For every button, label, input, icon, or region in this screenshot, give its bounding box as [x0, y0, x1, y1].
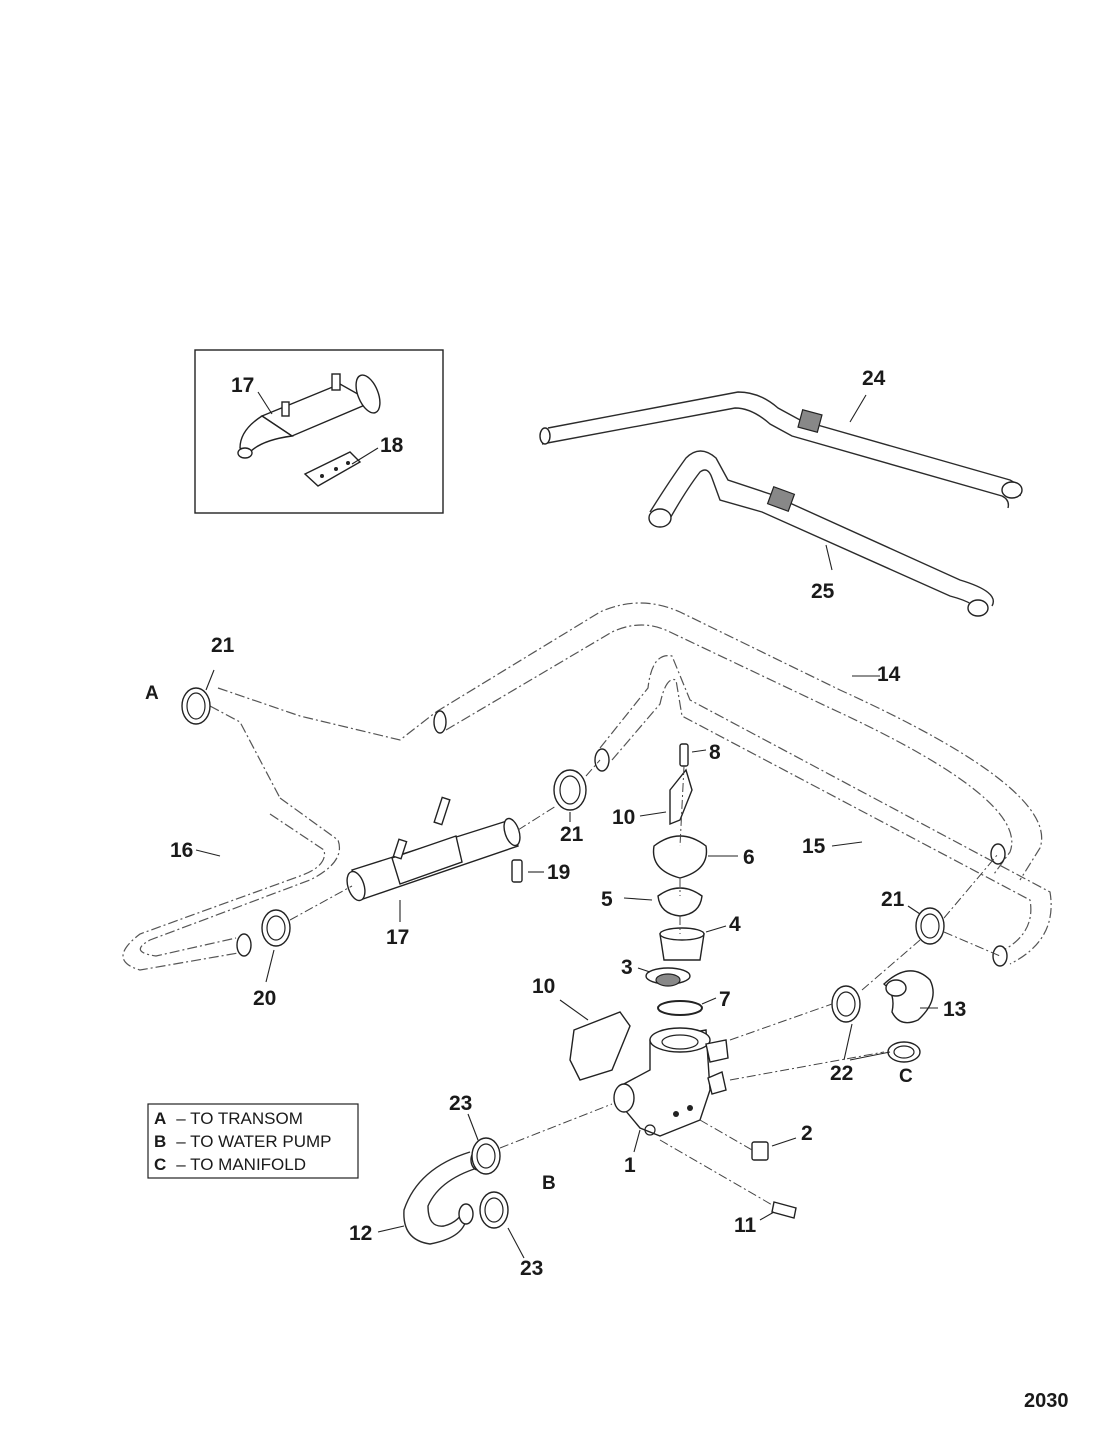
heat-exchanger-inset: [237, 373, 381, 459]
callout-21-top-left: 21: [211, 634, 235, 657]
clamp-21c: [907, 905, 945, 945]
callout-17-inset: 17: [231, 374, 254, 397]
callout-4: 4: [729, 913, 741, 936]
callout-14: 14: [877, 663, 901, 686]
thermostat-3: [637, 967, 691, 987]
callout-22: 22: [830, 1062, 853, 1085]
elbow-13: [882, 970, 938, 1024]
callout-7: 7: [719, 988, 731, 1011]
screw-19: [511, 859, 544, 883]
assembly-lines: [289, 759, 1001, 1207]
hose-24: [539, 391, 1023, 509]
letter-c: C: [899, 1066, 913, 1087]
plug-2: [751, 1137, 797, 1161]
callout-10-upper: 10: [612, 806, 635, 829]
callout-16: 16: [170, 839, 193, 862]
callout-1: 1: [624, 1154, 636, 1177]
callout-20: 20: [253, 987, 276, 1010]
gasket-10b: [559, 999, 631, 1081]
callout-3: 3: [621, 956, 633, 979]
legend-text-a: – TO TRANSOM: [176, 1109, 303, 1128]
clamp-21b: [553, 769, 587, 822]
housing-4: [659, 925, 727, 961]
page-number: 2030: [1024, 1390, 1069, 1412]
screw-8: [679, 743, 707, 767]
bracket-10a: [639, 768, 693, 826]
callout-24: 24: [862, 367, 886, 390]
clamp-22b: [887, 1041, 921, 1063]
callout-2: 2: [801, 1122, 813, 1145]
hose-14: [433, 602, 1043, 881]
legend-row-b: B – TO WATER PUMP: [154, 1132, 332, 1151]
callout-19: 19: [547, 861, 570, 884]
callout-11: 11: [734, 1214, 757, 1237]
callout-labels: 17 18 24 25 21 14 8 21 10 16 15 6 19 5 2…: [170, 367, 966, 1280]
clamp-23a: [467, 1113, 501, 1175]
hose-15: [594, 655, 1052, 967]
callout-17-main: 17: [386, 926, 409, 949]
hose-25: [648, 450, 994, 617]
callout-13: 13: [943, 998, 966, 1021]
o-ring-7: [657, 997, 717, 1016]
gasket-5: [623, 887, 703, 917]
legend-text-b: – TO WATER PUMP: [176, 1132, 331, 1151]
legend-key-b: B: [154, 1132, 166, 1151]
hose-16: [122, 687, 437, 971]
clamp-23b: [479, 1191, 525, 1259]
legend: A – TO TRANSOM B – TO WATER PUMP C – TO …: [147, 1103, 359, 1179]
callout-18: 18: [380, 434, 404, 457]
bracket-inset: [303, 451, 362, 487]
legend-row-a: A – TO TRANSOM: [154, 1109, 303, 1128]
letter-a: A: [145, 683, 159, 704]
cover-6: [652, 835, 738, 879]
callout-23-lower: 23: [520, 1257, 543, 1280]
callout-8: 8: [709, 741, 721, 764]
callout-21-middle: 21: [560, 823, 584, 846]
callout-25: 25: [811, 580, 835, 603]
callout-12: 12: [349, 1222, 372, 1245]
heat-exchanger: [346, 796, 521, 922]
legend-key-a: A: [154, 1109, 166, 1128]
callout-6: 6: [743, 846, 755, 869]
screw-11: [759, 1201, 797, 1221]
leader-22: [843, 1023, 891, 1061]
clamp-22a: [831, 985, 861, 1023]
thermostat-housing: [613, 1027, 729, 1153]
connection-letters: A B C: [145, 683, 913, 1194]
callout-10-lower: 10: [532, 975, 555, 998]
callout-21-right: 21: [881, 888, 905, 911]
callout-5: 5: [601, 888, 613, 911]
callout-23-upper: 23: [449, 1092, 472, 1115]
hose-12: [377, 1149, 486, 1245]
clamp-21a: [181, 669, 215, 725]
legend-row-c: C – TO MANIFOLD: [154, 1155, 306, 1174]
legend-text-c: – TO MANIFOLD: [176, 1155, 306, 1174]
callout-15: 15: [802, 835, 826, 858]
inset-box: [194, 349, 444, 514]
legend-key-c: C: [154, 1155, 166, 1174]
letter-b: B: [542, 1173, 556, 1194]
clamp-20: [261, 909, 291, 983]
